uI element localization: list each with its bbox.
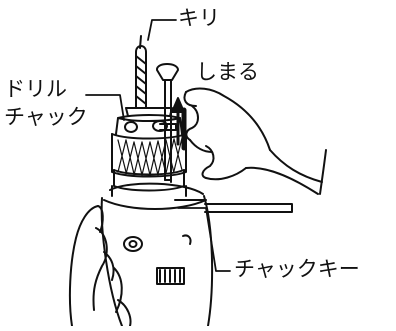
left-hand xyxy=(70,206,131,326)
right-hand xyxy=(184,89,326,194)
leader-lines xyxy=(86,20,230,271)
drill-chuck-label-line1: ドリル xyxy=(4,79,67,100)
chuck-key-label: チャックキー xyxy=(234,259,360,280)
tighten-label: しまる xyxy=(196,62,259,83)
drill-chuck-label-line2: チャック xyxy=(4,107,88,128)
drill-bit xyxy=(136,36,146,108)
drill-bit-label: キリ xyxy=(178,8,220,29)
table-surface xyxy=(175,200,292,212)
